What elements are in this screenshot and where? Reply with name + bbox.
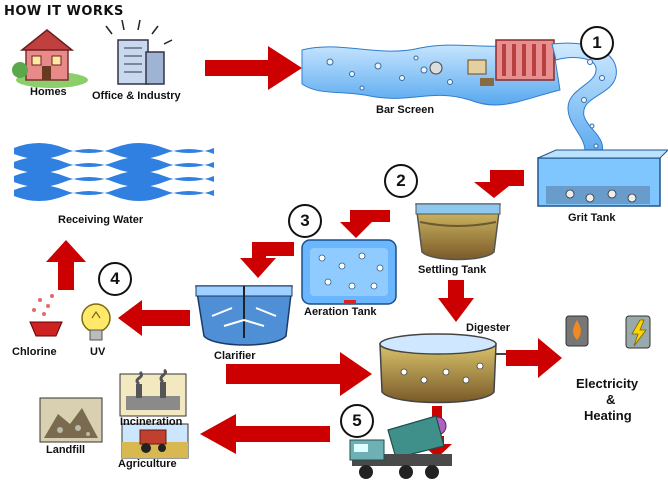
label-receiving-water: Receiving Water xyxy=(58,214,144,226)
label-digester: Digester xyxy=(466,322,511,334)
label-landfill: Landfill xyxy=(46,444,86,456)
arrow-grit-to-settling xyxy=(474,170,524,198)
label-incineration: Incineration xyxy=(120,416,183,428)
label-ampersand: & xyxy=(606,392,616,407)
arrow-digester-to-electricity xyxy=(506,338,562,378)
receiving-water-icon xyxy=(14,140,214,210)
arrow-to-disposal xyxy=(200,414,330,454)
arrow-to-aeration xyxy=(340,210,390,238)
chlorine-icon xyxy=(29,294,63,337)
flame-icon xyxy=(565,315,589,347)
label-electricity: Electricity xyxy=(576,376,639,391)
label-office-industry: Office & Industry xyxy=(92,90,181,102)
arrow-aeration-to-clarifier xyxy=(240,242,294,278)
grit-tank-icon xyxy=(537,149,668,207)
aeration-tank-icon xyxy=(301,239,397,305)
bar-screen-icon xyxy=(495,39,555,81)
label-settling-tank: Settling Tank xyxy=(418,264,487,276)
uv-bulb-icon xyxy=(81,303,111,341)
label-heating: Heating xyxy=(584,408,632,423)
arrow-to-receiving-water xyxy=(46,240,86,290)
arrow-to-bar-screen xyxy=(205,46,302,90)
landfill-icon xyxy=(39,397,103,443)
label-homes: Homes xyxy=(30,86,67,98)
step-4-badge: 4 xyxy=(98,262,132,296)
label-bar-screen: Bar Screen xyxy=(376,104,435,116)
label-uv: UV xyxy=(90,346,106,358)
office-industry-icon xyxy=(105,19,173,85)
homes-icon xyxy=(12,29,88,88)
arrow-settling-to-digester xyxy=(438,280,474,322)
settling-tank-icon xyxy=(415,203,501,261)
bar-screen-channel xyxy=(301,39,617,159)
incineration-icon xyxy=(119,368,187,417)
digester-icon xyxy=(379,333,510,404)
label-agriculture: Agriculture xyxy=(118,458,177,470)
step-5-badge: 5 xyxy=(340,404,374,438)
step-1-badge: 1 xyxy=(580,26,614,60)
agriculture-icon xyxy=(121,423,189,459)
label-clarifier: Clarifier xyxy=(214,350,256,362)
debris-icon xyxy=(429,59,494,86)
clarifier-icon xyxy=(195,285,293,346)
truck-icon xyxy=(349,415,452,479)
page-title: HOW IT WORKS xyxy=(4,4,124,19)
arrow-clarifier-to-digester xyxy=(226,352,372,396)
label-grit-tank: Grit Tank xyxy=(568,212,616,224)
label-chlorine: Chlorine xyxy=(12,346,57,358)
lightning-icon xyxy=(625,315,651,349)
label-aeration-tank: Aeration Tank xyxy=(304,306,377,318)
arrow-clarifier-to-uv xyxy=(118,300,190,336)
step-3-badge: 3 xyxy=(288,204,322,238)
step-2-badge: 2 xyxy=(384,164,418,198)
